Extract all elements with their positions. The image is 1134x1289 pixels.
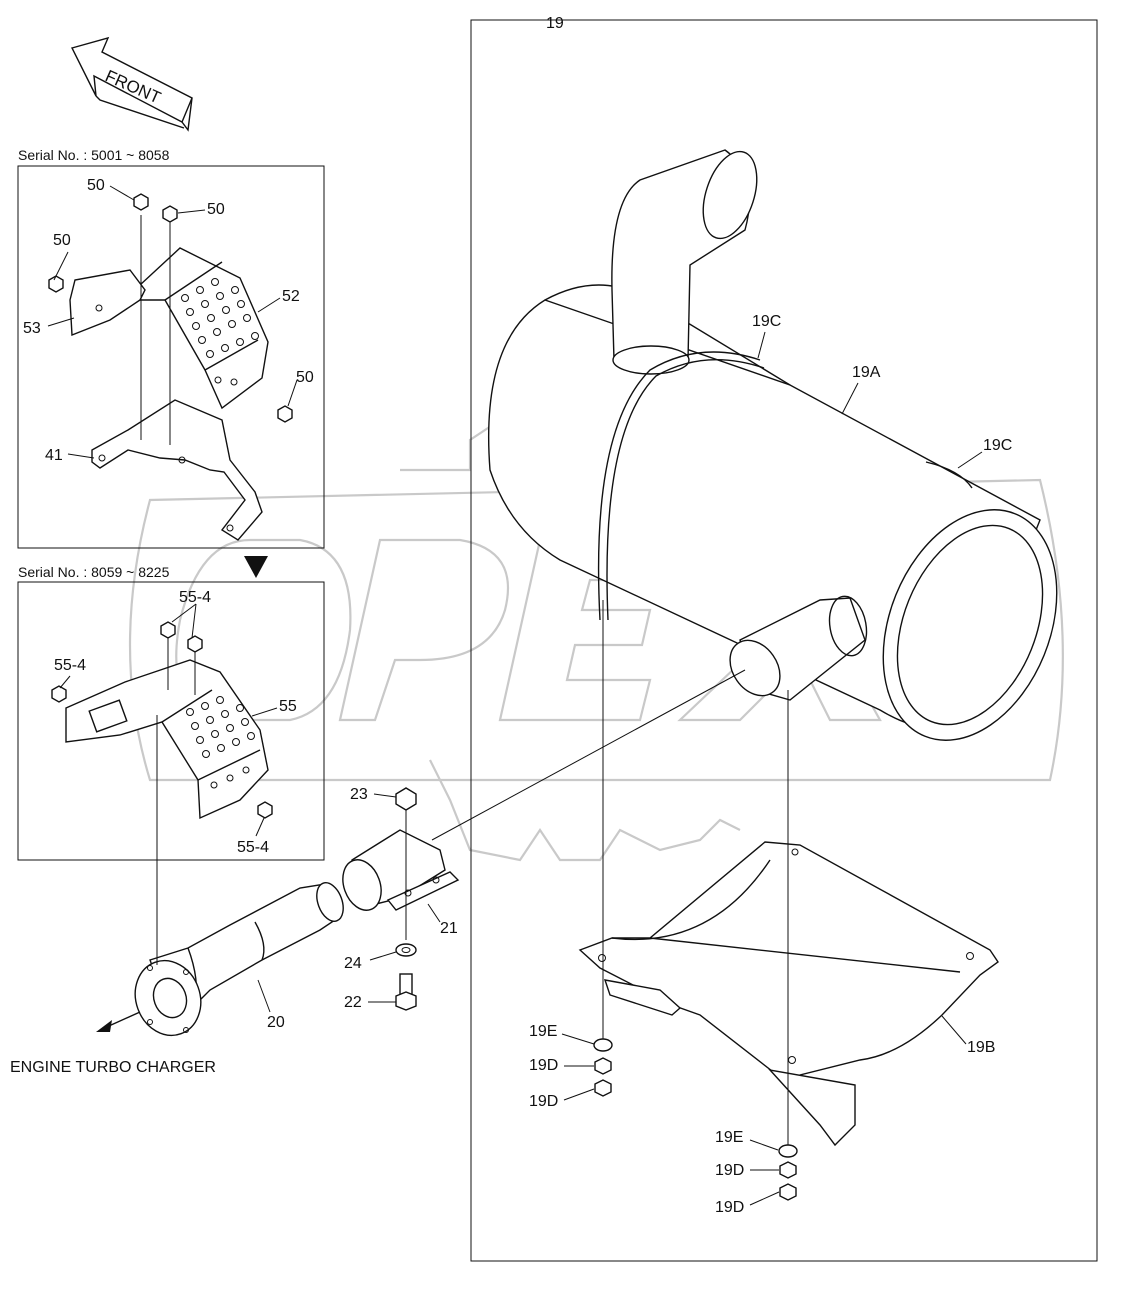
assembly-leader — [431, 669, 746, 841]
bolts-50 — [48, 193, 293, 445]
serial-range-2: Serial No. : 8059 ~ 8225 — [18, 564, 170, 580]
serial-range-1: Serial No. : 5001 ~ 8058 — [18, 147, 170, 163]
callout-19C: 19C — [983, 437, 1012, 454]
callout-55-4: 55-4 — [54, 657, 86, 674]
muffler-19A — [487, 149, 1058, 741]
callout-19A: 19A — [852, 364, 881, 381]
callout-19B: 19B — [967, 1039, 995, 1056]
exhaust-pipe-20 — [96, 715, 344, 1037]
section-pointer — [244, 556, 268, 578]
callout-leaders — [47, 185, 983, 1206]
serial-box-1 — [17, 165, 325, 549]
callout-50: 50 — [53, 232, 71, 249]
callout-52: 52 — [282, 288, 300, 305]
callout-50: 50 — [207, 201, 225, 218]
callout-23: 23 — [350, 786, 368, 803]
assembly-ref-label: 19 — [546, 15, 564, 32]
callout-55-4: 55-4 — [237, 839, 269, 856]
mount-bracket-19B — [578, 630, 999, 1147]
front-arrow: FRONT — [70, 36, 193, 132]
callout-labels: 50 50 50 52 53 50 41 55-4 55-4 55 55-4 2… — [23, 177, 1012, 1216]
callout-41: 41 — [45, 447, 63, 464]
callout-50: 50 — [87, 177, 105, 194]
serial-box-2 — [17, 581, 325, 861]
callout-19D: 19D — [529, 1093, 558, 1110]
bolts-55-4 — [51, 621, 273, 819]
nuts-19D-19E — [593, 1038, 798, 1201]
clamp-hardware — [395, 787, 417, 1011]
side-plate-53 — [69, 269, 146, 337]
clamp-21 — [342, 829, 460, 911]
callout-21: 21 — [440, 920, 458, 937]
callout-19D: 19D — [715, 1199, 744, 1216]
heat-shield-55 — [65, 659, 269, 820]
callout-19D: 19D — [715, 1162, 744, 1179]
callout-24: 24 — [344, 955, 362, 972]
mount-bracket-41 — [91, 399, 263, 541]
callout-55-4: 55-4 — [179, 589, 211, 606]
callout-20: 20 — [267, 1014, 285, 1031]
callout-19E: 19E — [715, 1129, 743, 1146]
callout-53: 53 — [23, 320, 41, 337]
callout-50: 50 — [296, 369, 314, 386]
callout-22: 22 — [344, 994, 362, 1011]
heat-shield-52 — [139, 247, 269, 410]
engine-turbo-note: ENGINE TURBO CHARGER — [10, 1059, 216, 1076]
callout-19E: 19E — [529, 1023, 557, 1040]
assembly-frame — [470, 19, 1098, 1262]
callout-19C: 19C — [752, 313, 781, 330]
callout-55: 55 — [279, 698, 297, 715]
callout-19D: 19D — [529, 1057, 558, 1074]
